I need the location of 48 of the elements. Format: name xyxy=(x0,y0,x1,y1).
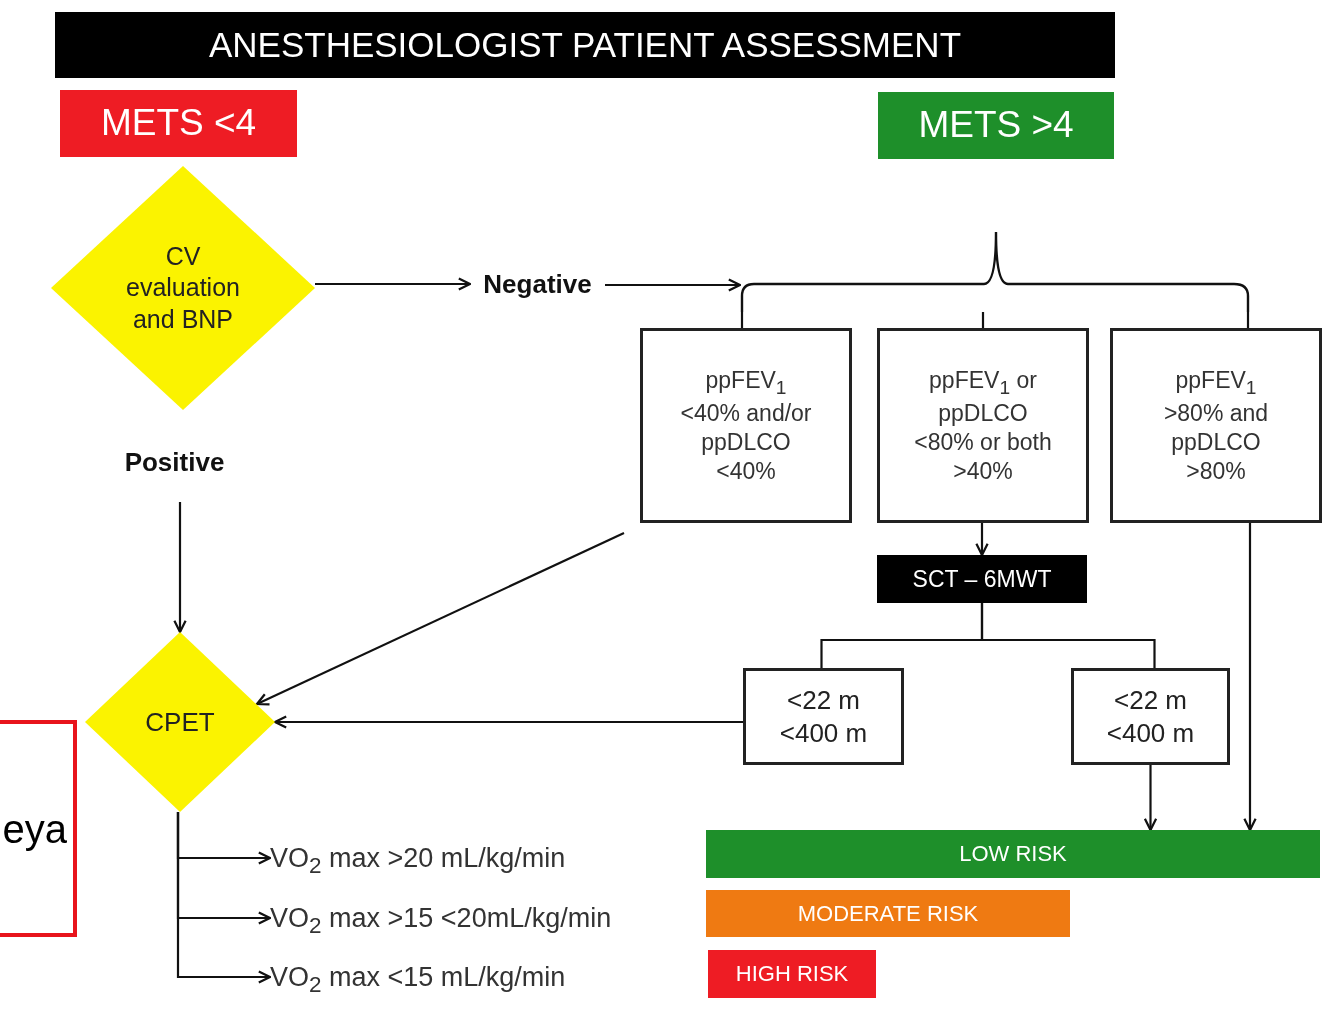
arrow xyxy=(605,278,742,292)
process-box xyxy=(640,328,852,523)
title-banner: ANESTHESIOLOGIST PATIENT ASSESSMENT xyxy=(55,12,1115,78)
node-text: SCT – 6MWT xyxy=(912,564,1052,594)
decision-diamond xyxy=(85,632,275,812)
flow-label: VO$_{2}$ max >15 <20mL/kg/min xyxy=(270,898,680,938)
arrow xyxy=(1143,765,1158,832)
node-text: ppFEV$_{1}$ >80% and ppDLCO >80% xyxy=(1162,365,1270,486)
connector-line xyxy=(1246,312,1250,328)
process-box xyxy=(877,328,1089,523)
node-text: METS <4 xyxy=(100,101,257,146)
connector-line xyxy=(981,312,985,328)
arrow xyxy=(273,715,743,729)
node-text: ppFEV$_{1}$ <40% and/or ppDLCO <40% xyxy=(679,365,813,486)
arrow xyxy=(173,502,187,634)
node-text: LOW RISK xyxy=(959,840,1067,868)
arrow xyxy=(1243,523,1257,832)
node-text: CV evaluation and BNP xyxy=(125,241,241,335)
risk-bar xyxy=(706,890,1070,937)
arrow xyxy=(315,277,472,291)
risk-bar xyxy=(708,950,876,998)
arrow xyxy=(255,532,625,706)
node-text: MODERATE RISK xyxy=(797,899,979,928)
text-frame xyxy=(0,720,77,937)
connector-line xyxy=(980,603,1156,668)
process-box xyxy=(877,555,1087,603)
node-text: METS >4 xyxy=(918,103,1074,148)
arrow xyxy=(975,523,989,557)
decision-diamond xyxy=(51,166,315,410)
process-box xyxy=(1110,328,1322,523)
node-text: ppFEV$_{1}$ or ppDLCO <80% or both >40% xyxy=(913,365,1053,486)
category-tag xyxy=(60,90,297,157)
node-text: <22 m <400 m xyxy=(1105,684,1196,749)
category-tag xyxy=(878,92,1114,159)
node-text: CPET xyxy=(145,705,215,739)
flow-label: Positive xyxy=(112,444,237,480)
process-box xyxy=(1071,668,1230,765)
cut-off-text: eya xyxy=(2,805,67,853)
node-text: <22 m <400 m xyxy=(778,684,869,749)
connector-line xyxy=(740,312,744,328)
arrow xyxy=(176,812,272,984)
risk-bar xyxy=(706,830,1320,878)
process-box xyxy=(743,668,904,765)
flow-label: Negative xyxy=(470,266,605,302)
curly-brace xyxy=(740,232,1252,312)
flow-label: VO$_{2}$ max <15 mL/kg/min xyxy=(270,957,640,997)
flow-label: VO$_{2}$ max >20 mL/kg/min xyxy=(270,838,640,878)
node-text: HIGH RISK xyxy=(735,960,849,988)
